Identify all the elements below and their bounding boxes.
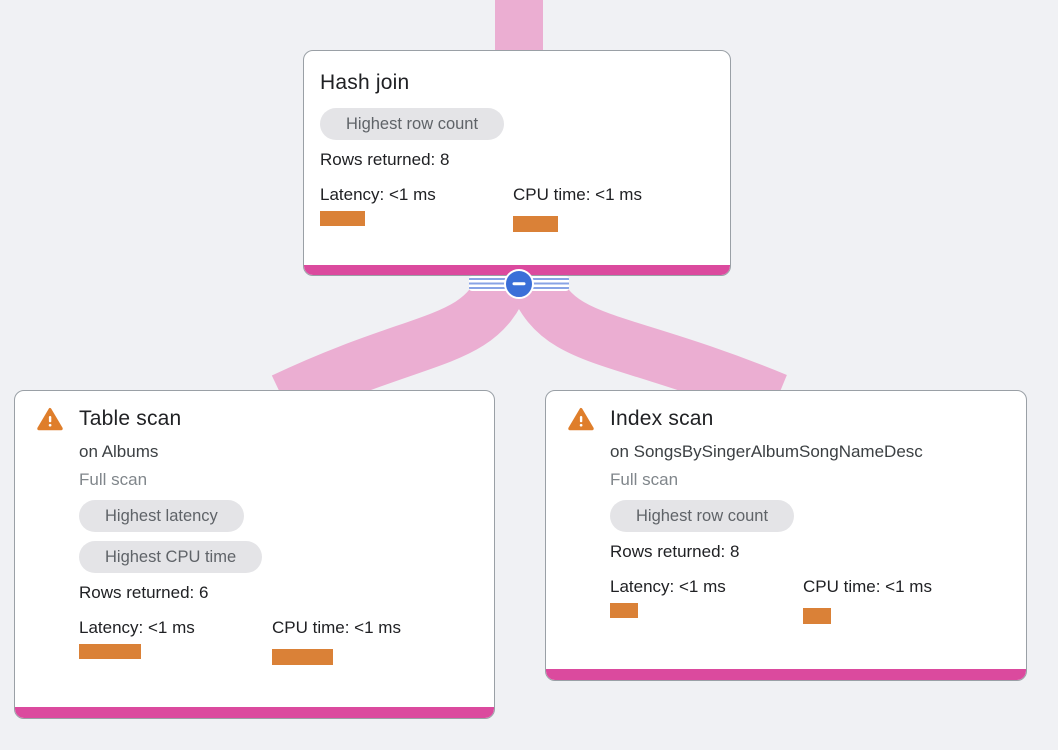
latency-metric: Latency: <1 ms: [320, 185, 513, 232]
node-title-row: Index scan: [568, 407, 1010, 431]
node-subtitle: on Albums: [79, 442, 159, 461]
warning-icon: [37, 407, 63, 431]
metrics-row: Latency: <1 ms CPU time: <1 ms: [320, 185, 714, 232]
edge-parent-to-hash-join: [495, 0, 543, 52]
edge-hash-join-to-index-scan: [508, 268, 787, 424]
plan-node-table-scan[interactable]: Table scan on Albums Full scan Highest l…: [14, 390, 495, 719]
scan-type-label: Full scan: [610, 470, 679, 489]
node-title: Index scan: [610, 407, 714, 430]
node-accent-bar: [15, 707, 494, 718]
cpu-metric: CPU time: <1 ms: [803, 577, 996, 624]
badge-highest-latency: Highest latency: [79, 500, 244, 532]
node-subtitle: on SongsBySingerAlbumSongNameDesc: [610, 442, 923, 461]
cpu-bar: [272, 649, 333, 665]
latency-metric: Latency: <1 ms: [79, 618, 272, 665]
latency-bar: [320, 211, 365, 226]
edge-hash-join-to-table-scan: [271, 268, 530, 423]
badge-highest-row-count: Highest row count: [320, 108, 505, 140]
plan-node-index-scan[interactable]: Index scan on SongsBySingerAlbumSongName…: [545, 390, 1027, 681]
minus-icon: [504, 268, 534, 299]
warning-icon: [568, 407, 594, 431]
scan-type-label: Full scan: [79, 470, 148, 489]
latency-bar: [610, 603, 638, 618]
node-title: Table scan: [79, 407, 182, 430]
cpu-label: CPU time: <1 ms: [272, 618, 401, 637]
latency-metric: Latency: <1 ms: [610, 577, 803, 624]
cpu-bar: [513, 216, 558, 232]
cpu-metric: CPU time: <1 ms: [513, 185, 706, 232]
rows-returned: Rows returned: 8: [610, 542, 740, 561]
latency-label: Latency: <1 ms: [610, 577, 726, 596]
badge-highest-row-count: Highest row count: [610, 500, 795, 532]
node-title: Hash join: [320, 71, 410, 94]
plan-node-hash-join[interactable]: Hash join Highest row count Rows returne…: [303, 50, 731, 276]
collapse-children-button[interactable]: [469, 268, 569, 299]
latency-label: Latency: <1 ms: [79, 618, 195, 637]
rows-returned: Rows returned: 6: [79, 583, 209, 602]
latency-label: Latency: <1 ms: [320, 185, 436, 204]
cpu-bar: [803, 608, 831, 624]
node-accent-bar: [546, 669, 1026, 680]
metrics-row: Latency: <1 ms CPU time: <1 ms: [79, 618, 478, 665]
metrics-row: Latency: <1 ms CPU time: <1 ms: [610, 577, 1010, 624]
rows-returned: Rows returned: 8: [320, 150, 450, 169]
badge-highest-cpu-time: Highest CPU time: [79, 541, 263, 573]
cpu-metric: CPU time: <1 ms: [272, 618, 465, 665]
cpu-label: CPU time: <1 ms: [513, 185, 642, 204]
node-title-row: Table scan: [37, 407, 478, 431]
latency-bar: [79, 644, 141, 659]
cpu-label: CPU time: <1 ms: [803, 577, 932, 596]
